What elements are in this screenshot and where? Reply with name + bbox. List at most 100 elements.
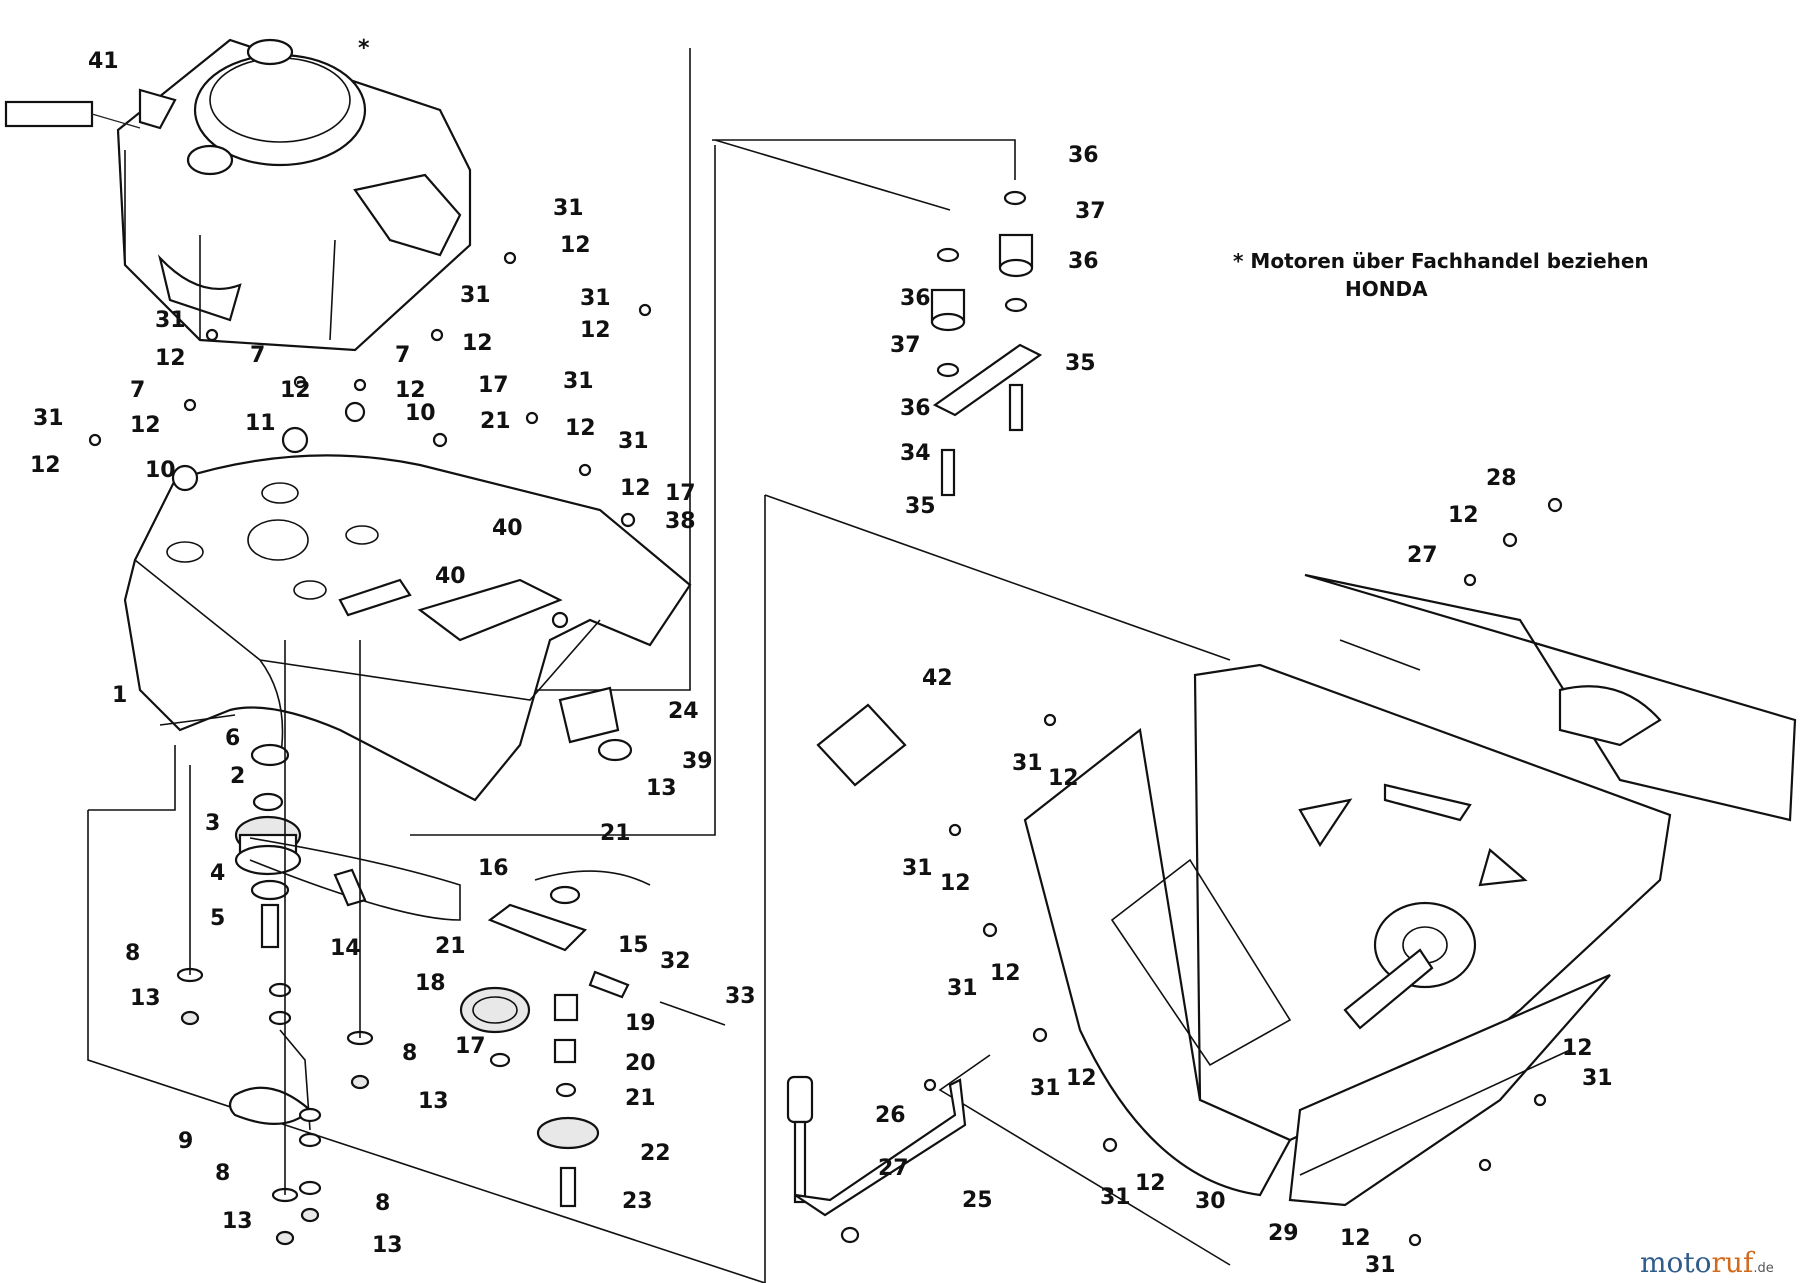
callout-7: 7 xyxy=(130,378,145,403)
decal-41 xyxy=(4,100,94,128)
callout-12: 12 xyxy=(130,413,161,438)
pulley-assembly xyxy=(176,640,461,1246)
callout-31: 31 xyxy=(563,369,594,394)
callout-31: 31 xyxy=(1365,1253,1396,1278)
callout-10: 10 xyxy=(145,458,176,483)
auger-housing xyxy=(1023,573,1797,1207)
callout-12: 12 xyxy=(1448,503,1479,528)
callout-13: 13 xyxy=(222,1209,253,1234)
callout-35: 35 xyxy=(1065,351,1096,376)
callout-6: 6 xyxy=(225,726,240,751)
watermark-part-2: ruf xyxy=(1712,1246,1756,1279)
callout-12: 12 xyxy=(1340,1226,1371,1251)
callout-31: 31 xyxy=(460,283,491,308)
callout-15: 15 xyxy=(618,933,649,958)
callout-12: 12 xyxy=(940,871,971,896)
callout-41: 41 xyxy=(88,49,119,74)
callout-7: 7 xyxy=(395,343,410,368)
clip-39 xyxy=(597,738,633,762)
callout-5: 5 xyxy=(210,906,225,931)
callout-31: 31 xyxy=(947,976,978,1001)
callout-12: 12 xyxy=(565,416,596,441)
callout-20: 20 xyxy=(625,1051,656,1076)
callout-12: 12 xyxy=(155,346,186,371)
callout-31: 31 xyxy=(1100,1185,1131,1210)
callout-13: 13 xyxy=(646,776,677,801)
callout-3: 3 xyxy=(205,811,220,836)
callout-35: 35 xyxy=(905,494,936,519)
callout-8: 8 xyxy=(125,941,140,966)
callout-*: * xyxy=(358,36,370,61)
callout-36: 36 xyxy=(1068,143,1099,168)
frame-housing xyxy=(123,454,692,802)
callout-11: 11 xyxy=(245,411,276,436)
callout-40: 40 xyxy=(435,564,466,589)
callout-39: 39 xyxy=(682,749,713,774)
fasteners-left xyxy=(88,251,652,629)
callout-13: 13 xyxy=(418,1089,449,1114)
callout-12: 12 xyxy=(560,233,591,258)
callout-27: 27 xyxy=(1407,543,1438,568)
callout-31: 31 xyxy=(1012,751,1043,776)
callout-36: 36 xyxy=(900,286,931,311)
note-line-2: HONDA xyxy=(1345,277,1428,301)
callout-12: 12 xyxy=(1135,1171,1166,1196)
decal-42 xyxy=(816,703,907,787)
engine-assembly xyxy=(116,38,472,352)
idler-assembly xyxy=(459,870,726,1208)
callout-12: 12 xyxy=(395,378,426,403)
callout-12: 12 xyxy=(990,961,1021,986)
callout-33: 33 xyxy=(725,984,756,1009)
watermark: motoruf.de xyxy=(1640,1246,1774,1279)
callout-40: 40 xyxy=(492,516,523,541)
callout-21: 21 xyxy=(480,409,511,434)
callout-8: 8 xyxy=(402,1041,417,1066)
callout-31: 31 xyxy=(580,286,611,311)
callout-21: 21 xyxy=(600,821,631,846)
callout-13: 13 xyxy=(130,986,161,1011)
callout-19: 19 xyxy=(625,1011,656,1036)
callout-37: 37 xyxy=(890,333,921,358)
callout-36: 36 xyxy=(1068,249,1099,274)
note-line-1: * Motoren über Fachhandel beziehen xyxy=(1233,249,1649,273)
callout-10: 10 xyxy=(405,401,436,426)
callout-31: 31 xyxy=(1582,1066,1613,1091)
callout-26: 26 xyxy=(875,1103,906,1128)
callout-25: 25 xyxy=(962,1188,993,1213)
callout-18: 18 xyxy=(415,971,446,996)
callout-12: 12 xyxy=(280,378,311,403)
callout-21: 21 xyxy=(625,1086,656,1111)
fasteners-right xyxy=(923,497,1563,1247)
callout-7: 7 xyxy=(250,343,265,368)
callout-24: 24 xyxy=(668,699,699,724)
callout-27: 27 xyxy=(878,1156,909,1181)
watermark-part-1: moto xyxy=(1640,1246,1712,1279)
callout-12: 12 xyxy=(1562,1036,1593,1061)
callout-2: 2 xyxy=(230,764,245,789)
callout-12: 12 xyxy=(620,476,651,501)
lever-assembly xyxy=(786,1075,967,1244)
callout-12: 12 xyxy=(580,318,611,343)
callout-1: 1 xyxy=(112,683,127,708)
watermark-part-3: .de xyxy=(1753,1261,1773,1276)
callout-17: 17 xyxy=(455,1034,486,1059)
callout-29: 29 xyxy=(1268,1221,1299,1246)
callout-28: 28 xyxy=(1486,466,1517,491)
callout-9: 9 xyxy=(178,1129,193,1154)
callout-21: 21 xyxy=(435,934,466,959)
callout-12: 12 xyxy=(1048,766,1079,791)
callout-34: 34 xyxy=(900,441,931,466)
callout-13: 13 xyxy=(372,1233,403,1258)
callout-31: 31 xyxy=(553,196,584,221)
callout-30: 30 xyxy=(1195,1189,1226,1214)
callout-31: 31 xyxy=(33,406,64,431)
mount-assembly xyxy=(930,190,1043,497)
callout-31: 31 xyxy=(155,308,186,333)
grouping-lines xyxy=(87,48,1231,1283)
callout-17: 17 xyxy=(478,373,509,398)
bracket-24 xyxy=(558,686,620,744)
callout-36: 36 xyxy=(900,396,931,421)
callout-31: 31 xyxy=(902,856,933,881)
callout-16: 16 xyxy=(478,856,509,881)
